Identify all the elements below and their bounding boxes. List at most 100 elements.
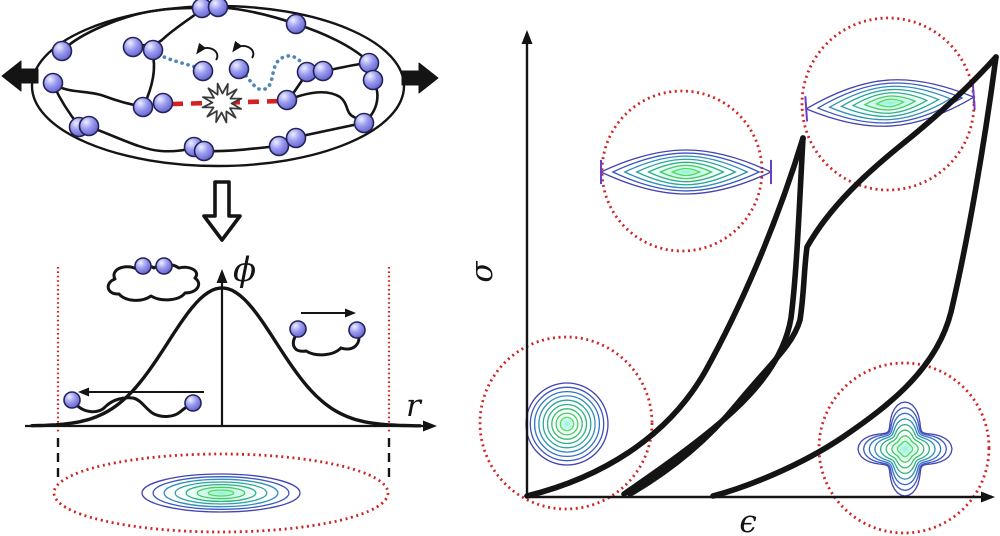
rotation-arrow [232, 40, 255, 59]
crosslink-bead [51, 40, 73, 62]
red-dotted-circle [478, 335, 654, 511]
stress-strain-curve [627, 54, 999, 497]
crosslink-bead [193, 140, 215, 162]
stretch-arrow [1, 60, 39, 92]
collapsed-chain-sketch [106, 262, 201, 302]
contour-ring [816, 82, 964, 124]
contour-ring [868, 412, 942, 486]
chain-end-bead [63, 391, 81, 409]
contour-glow [887, 431, 923, 467]
contour-ring [891, 435, 919, 463]
polymer-chain [60, 6, 204, 53]
stretch-arrow [401, 62, 439, 94]
crosslink-bead [362, 69, 384, 91]
crosslink-bead [353, 112, 375, 134]
contour-ring [857, 401, 953, 497]
polymer-chain [295, 121, 365, 139]
contour-ring [207, 489, 235, 497]
crosslink-bead [285, 13, 307, 35]
contour-endcap [804, 96, 809, 122]
contour-ring [555, 412, 579, 436]
contour-ring [839, 88, 941, 118]
contour-ring [196, 486, 246, 500]
contour-ring [874, 418, 936, 480]
contour-ring [152, 476, 290, 510]
contour-ring [896, 440, 914, 458]
distribution-curve [30, 286, 422, 428]
contour-ring [529, 386, 605, 462]
contour-ring [542, 399, 592, 449]
contour-ring [863, 95, 917, 111]
polymer-chain [216, 5, 298, 26]
contour-ring [851, 92, 929, 114]
crosslink-bead [122, 36, 144, 58]
red-dotted-circle [817, 361, 991, 535]
contour-ring [551, 408, 583, 440]
chain-end-bead [134, 257, 152, 275]
contour-ring [611, 152, 761, 192]
contour-ring [174, 481, 268, 505]
contour-glow [554, 411, 580, 437]
polymer-chain [286, 91, 366, 124]
contour-ring [163, 478, 279, 508]
contour-ring [185, 483, 257, 503]
contour-ring [538, 395, 596, 453]
contour-ring [885, 429, 925, 469]
contour-ring [559, 416, 575, 432]
polymer-chain [294, 22, 371, 64]
contour-plot [599, 149, 773, 195]
stress-strain-curve [524, 135, 806, 499]
crosslink-bead [132, 96, 154, 118]
bond-rupture-burst [201, 82, 243, 124]
contour-endcap [971, 84, 976, 110]
contour-ring [533, 390, 601, 458]
contour-ring [828, 85, 952, 121]
polymer-chain [51, 82, 145, 109]
chain-end-bead [184, 394, 202, 412]
contour-ring [875, 98, 905, 108]
detached-chain-dotted [240, 54, 308, 92]
chain-end-bead [155, 257, 173, 275]
stress-strain-curve [710, 54, 999, 499]
sigma-axis-label: σ [464, 261, 500, 283]
crosslink-bead [228, 58, 250, 80]
contour-plot [525, 382, 609, 466]
contour-ring [623, 155, 749, 189]
epsilon-axis-label: ϵ [739, 504, 756, 536]
contour-ring [141, 473, 301, 513]
contour-ring [546, 403, 588, 445]
crosslink-bead [285, 127, 307, 149]
contour-ring [670, 167, 702, 177]
crosslink-bead [207, 0, 229, 18]
phi-axis-label: ϕ [233, 250, 256, 290]
contour-ring [647, 161, 725, 183]
contour-ring [862, 406, 948, 492]
contour-ring [635, 158, 737, 186]
contour-ring [879, 423, 931, 475]
contour-plot [141, 473, 301, 513]
rotation-arrow [196, 42, 219, 61]
contour-plot [804, 79, 976, 127]
crosslink-bead [358, 52, 380, 74]
crosslink-bead [312, 60, 334, 82]
chain-end-bead [348, 321, 366, 339]
crosslink-bead [152, 92, 174, 114]
crosslink-bead [268, 135, 290, 157]
contour-glow [844, 91, 936, 115]
axis-labels: ϕ r σ ϵ [233, 250, 757, 536]
polymer-chain [203, 144, 281, 153]
crosslink-bead [192, 60, 214, 82]
stretched-chain-sketch [72, 396, 194, 418]
contour-ring [658, 164, 714, 180]
down-arrow [202, 180, 242, 242]
crosslink-bead [276, 89, 298, 111]
contour-glow [640, 161, 732, 183]
contour-plot [857, 401, 953, 497]
crosslink-bead [42, 72, 64, 94]
chain-end-bead [289, 320, 307, 338]
crosslink-bead [142, 39, 164, 61]
red-dotted-circle [600, 89, 764, 253]
